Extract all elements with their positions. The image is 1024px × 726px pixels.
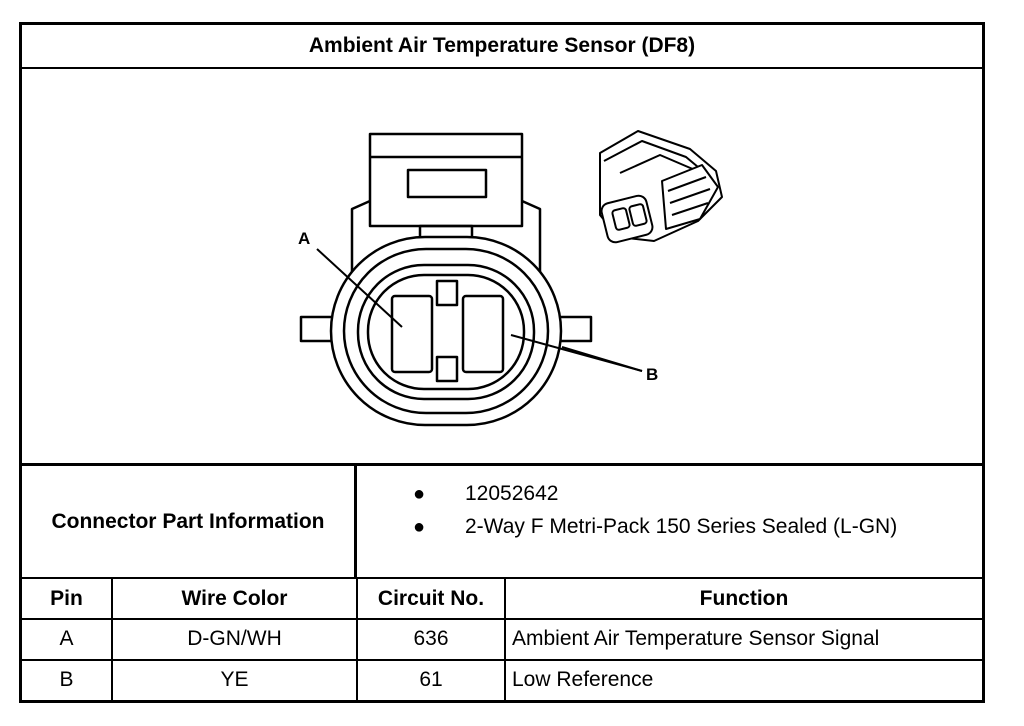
list-item: ● 2-Way F Metri-Pack 150 Series Sealed (… — [357, 513, 982, 546]
callout-a: A — [298, 229, 311, 248]
connector-part-list: ● 12052642 ● 2-Way F Metri-Pack 150 Seri… — [357, 466, 982, 591]
cell-circuit: 61 — [356, 658, 506, 700]
cell-pin: A — [22, 618, 113, 661]
leader-a — [316, 248, 403, 328]
key-top — [435, 279, 459, 307]
page-title: Ambient Air Temperature Sensor (DF8) — [22, 25, 982, 69]
connector-sheet: Ambient Air Temperature Sensor (DF8) — [19, 22, 985, 703]
cell-function: Ambient Air Temperature Sensor Signal — [504, 618, 982, 661]
cavity-a — [390, 294, 434, 374]
cell-circuit: 636 — [356, 618, 506, 661]
connector-shoulders — [350, 199, 542, 291]
header-function: Function — [504, 579, 982, 621]
key-bottom — [435, 355, 459, 383]
table-row: A D-GN/WH 636 Ambient Air Temperature Se… — [22, 618, 982, 661]
header-pin: Pin — [22, 579, 113, 621]
ear-right — [557, 315, 593, 343]
bullet-icon: ● — [413, 516, 426, 538]
connector-body — [329, 235, 563, 427]
connector-face-drawing — [299, 130, 723, 427]
cell-pin: B — [22, 658, 113, 700]
cell-wire-color: YE — [111, 658, 358, 700]
cell-wire-color: D-GN/WH — [111, 618, 358, 661]
part-number: 12052642 — [465, 482, 559, 505]
latch-housing — [368, 132, 524, 228]
cell-function: Low Reference — [504, 658, 982, 700]
connector-3d-view — [599, 130, 723, 244]
table-row: B YE 61 Low Reference — [22, 658, 982, 700]
header-wire-color: Wire Color — [111, 579, 358, 621]
bullet-icon: ● — [413, 483, 426, 505]
connector-description: 2-Way F Metri-Pack 150 Series Sealed (L-… — [465, 515, 898, 538]
header-circuit-no: Circuit No. — [356, 579, 506, 621]
connector-part-information: Connector Part Information ● 12052642 ● … — [22, 463, 982, 579]
pin-table: Pin Wire Color Circuit No. Function A D-… — [22, 579, 982, 700]
ear-left — [299, 315, 335, 343]
callout-b: B — [646, 365, 659, 384]
cavity-b — [461, 294, 505, 374]
list-item: ● 12052642 — [357, 480, 982, 513]
connector-figure: A B — [22, 69, 982, 463]
connector-part-information-label: Connector Part Information — [22, 466, 357, 577]
latch-window — [406, 168, 488, 199]
table-header-row: Pin Wire Color Circuit No. Function — [22, 579, 982, 621]
